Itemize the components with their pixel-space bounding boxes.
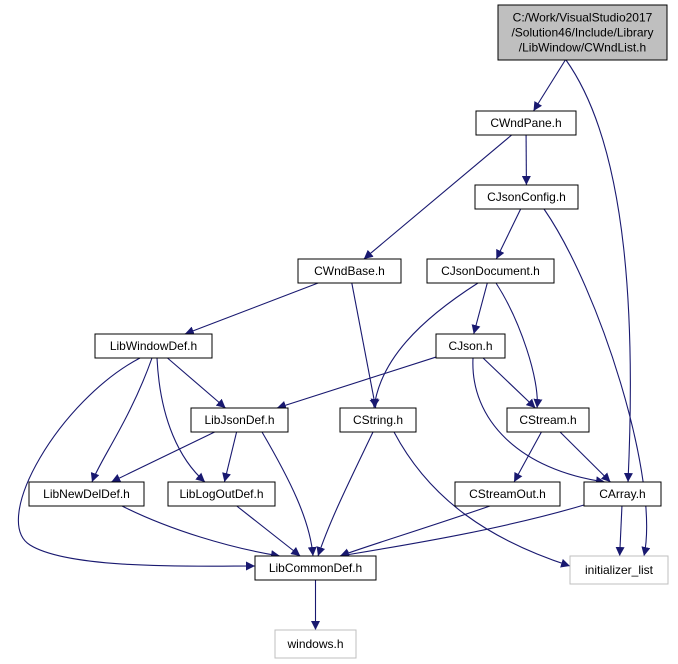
node-box-carray xyxy=(583,481,662,507)
node-box-cjsonconfig xyxy=(474,184,579,210)
edge-cstream-to-cstreamout xyxy=(513,431,542,483)
node-label-liblogoutdef: LibLogOutDef.h xyxy=(179,487,263,501)
node-label-cjson: CJson.h xyxy=(448,339,492,353)
edge-cwndbase-to-cstring xyxy=(351,282,379,409)
node-initializer_list: initializer_list xyxy=(569,555,669,585)
edge-liblogoutdef-to-libcommondef xyxy=(236,505,301,557)
node-box-cstreamout xyxy=(454,481,561,507)
edge-libwindowdef-to-libnewdeldef xyxy=(90,357,153,483)
edge-cwndpane-to-cwndbase xyxy=(363,134,513,260)
node-label-windows: windows.h xyxy=(286,637,343,651)
node-cwndbase[interactable]: CWndBase.h xyxy=(297,258,402,284)
node-root[interactable]: C:/Work/VisualStudio2017/Solution46/Incl… xyxy=(497,4,668,61)
edge-cjsonconfig-to-cjsondocument xyxy=(495,208,522,260)
edge-libnewdeldef-to-libcommondef xyxy=(121,505,281,560)
node-libjsondef[interactable]: LibJsonDef.h xyxy=(190,407,289,433)
node-cwndpane[interactable]: CWndPane.h xyxy=(475,110,577,136)
node-label-root: /Solution46/Include/Library xyxy=(511,26,653,40)
node-box-cwndbase xyxy=(297,258,402,284)
file-nodes: C:/Work/VisualStudio2017/Solution46/Incl… xyxy=(28,4,669,659)
node-liblogoutdef[interactable]: LibLogOutDef.h xyxy=(167,481,276,507)
node-cjsonconfig[interactable]: CJsonConfig.h xyxy=(474,184,579,210)
node-libwindowdef[interactable]: LibWindowDef.h xyxy=(94,333,213,359)
node-label-initializer_list: initializer_list xyxy=(585,563,654,577)
node-box-cjson xyxy=(435,333,506,359)
node-label-libwindowdef: LibWindowDef.h xyxy=(110,339,197,353)
edge-libjsondef-to-liblogoutdef xyxy=(222,431,238,483)
node-label-cwndpane: CWndPane.h xyxy=(490,116,561,130)
node-windows: windows.h xyxy=(274,629,357,659)
node-box-cstring xyxy=(339,407,417,433)
node-box-cwndpane xyxy=(475,110,577,136)
edge-libwindowdef-to-libjsondef xyxy=(167,357,226,409)
edge-cwndbase-to-libwindowdef xyxy=(184,282,319,335)
node-label-carray: CArray.h xyxy=(599,487,645,501)
node-box-liblogoutdef xyxy=(167,481,276,507)
edge-cjson-to-carray xyxy=(472,357,606,486)
node-libcommondef[interactable]: LibCommonDef.h xyxy=(254,555,377,581)
dependency-edges xyxy=(18,59,651,630)
node-label-libcommondef: LibCommonDef.h xyxy=(269,561,362,575)
node-label-cstream: CStream.h xyxy=(519,413,576,427)
edge-libwindowdef-to-liblogoutdef xyxy=(156,357,206,483)
node-box-libnewdeldef xyxy=(28,481,145,507)
node-label-libjsondef: LibJsonDef.h xyxy=(204,413,274,427)
node-box-libjsondef xyxy=(190,407,289,433)
edge-libjsondef-to-libcommondef xyxy=(261,431,317,557)
node-box-root xyxy=(497,4,668,61)
node-label-cstreamout: CStreamOut.h xyxy=(469,487,546,501)
node-cstring[interactable]: CString.h xyxy=(339,407,417,433)
edge-carray-to-libcommondef xyxy=(339,504,585,559)
edge-cjson-to-cstream xyxy=(482,357,536,409)
node-cjson[interactable]: CJson.h xyxy=(435,333,506,359)
node-box-libwindowdef xyxy=(94,333,213,359)
node-label-root: C:/Work/VisualStudio2017 xyxy=(513,11,653,25)
edge-carray-to-initializer_list xyxy=(615,505,625,557)
edge-cjsonconfig-to-initializer_list xyxy=(543,208,651,557)
node-libnewdeldef[interactable]: LibNewDelDef.h xyxy=(28,481,145,507)
edge-cstreamout-to-libcommondef xyxy=(339,505,491,558)
node-label-cjsonconfig: CJsonConfig.h xyxy=(487,190,566,204)
node-box-cjsondocument xyxy=(426,258,555,284)
node-cstreamout[interactable]: CStreamOut.h xyxy=(454,481,561,507)
node-box-libcommondef xyxy=(254,555,377,581)
node-cstream[interactable]: CStream.h xyxy=(506,407,590,433)
node-label-libnewdeldef: LibNewDelDef.h xyxy=(43,487,130,501)
edge-cjsondocument-to-cjson xyxy=(471,282,488,335)
node-box-windows xyxy=(274,629,357,659)
edge-cjsondocument-to-cstream xyxy=(495,282,543,409)
node-carray[interactable]: CArray.h xyxy=(583,481,662,507)
node-box-cstream xyxy=(506,407,590,433)
edge-cstring-to-libcommondef xyxy=(316,431,374,557)
node-label-cjsondocument: CJsonDocument.h xyxy=(441,264,540,278)
edge-libjsondef-to-libnewdeldef xyxy=(111,431,215,483)
node-box-initializer_list xyxy=(569,555,669,585)
node-cjsondocument[interactable]: CJsonDocument.h xyxy=(426,258,555,284)
node-label-cwndbase: CWndBase.h xyxy=(314,264,385,278)
edge-cjson-to-libjsondef xyxy=(276,356,437,410)
edge-cjsondocument-to-cstring xyxy=(370,282,479,409)
edge-cstream-to-carray xyxy=(559,431,611,483)
edge-root-to-cwndpane xyxy=(533,59,566,112)
edge-libwindowdef-to-libcommondef xyxy=(18,357,256,571)
node-label-root: /LibWindow/CWndList.h xyxy=(519,41,646,55)
node-label-cstring: CString.h xyxy=(353,413,403,427)
